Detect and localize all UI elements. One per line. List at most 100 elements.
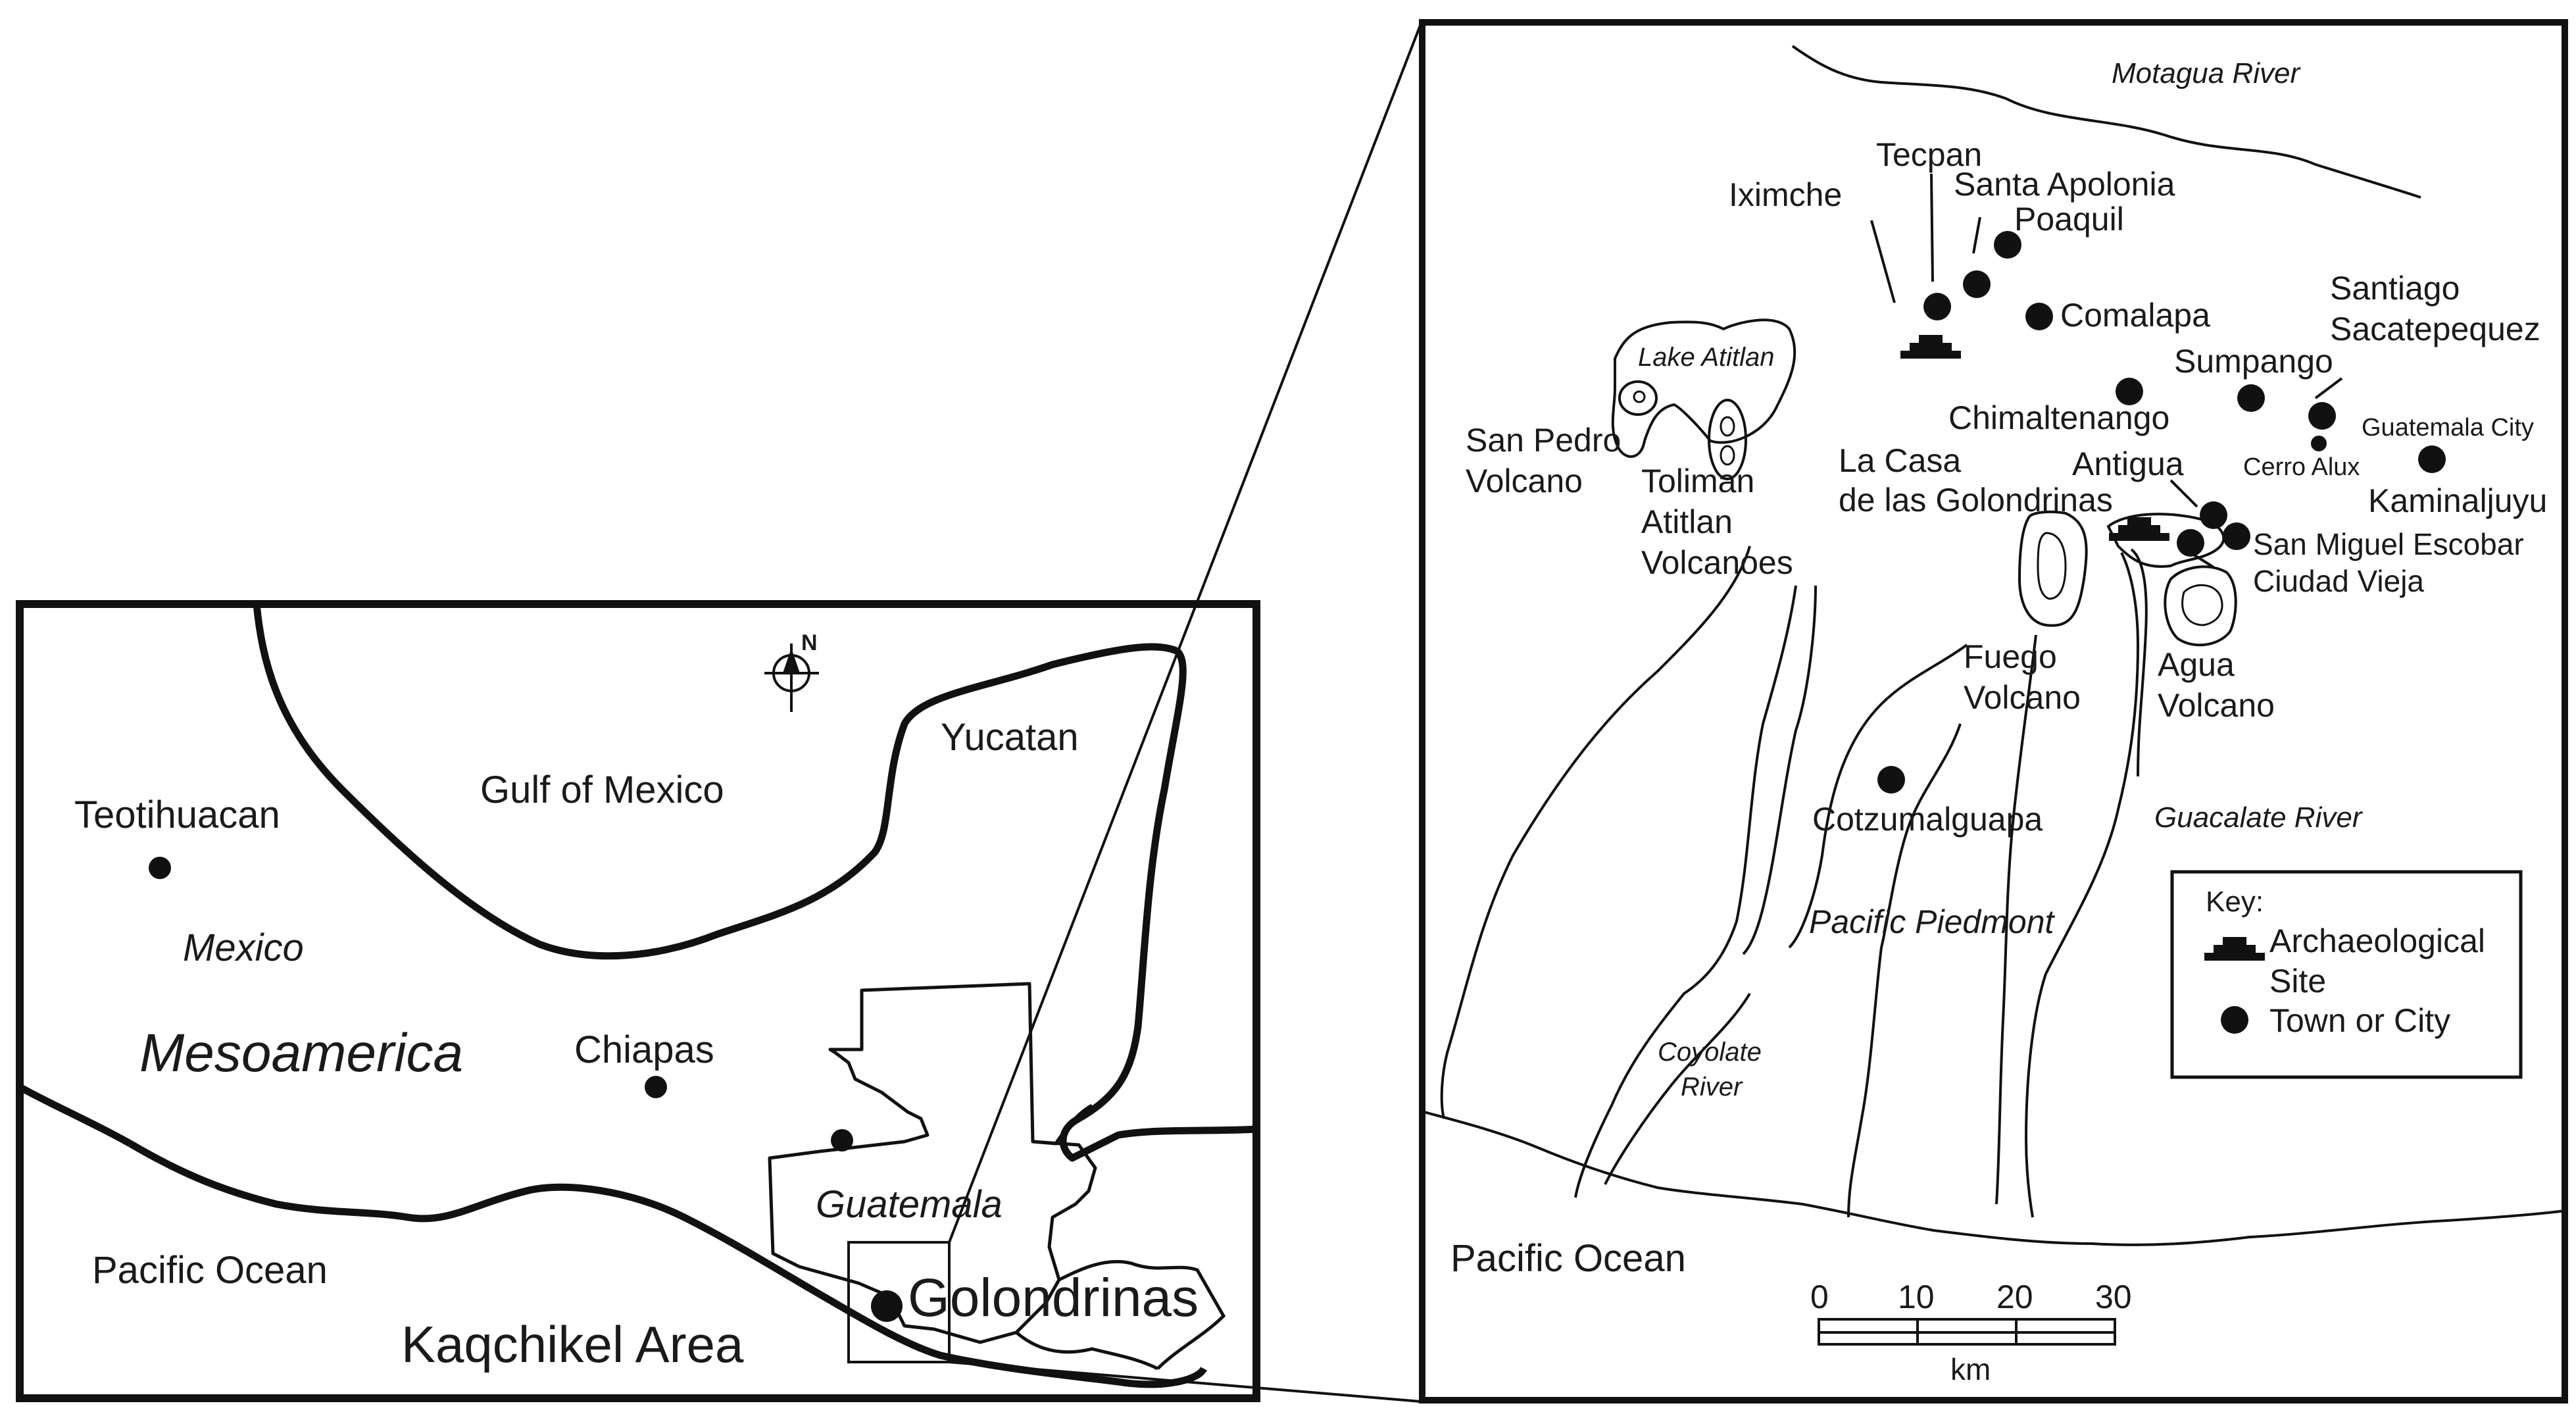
guatemala-city-dot	[2418, 445, 2446, 473]
map-key: Key: Archaeological Site Town or City	[2170, 870, 2523, 1079]
river-line-6	[1995, 634, 2037, 1205]
antigua-valley	[2106, 513, 2225, 568]
cerro-alux-dot	[2311, 436, 2327, 451]
label-golondrinas: Golondrinas	[908, 1268, 1199, 1328]
label-comalapa: Comalapa	[2060, 297, 2210, 334]
river-line-8	[2130, 548, 2148, 777]
toliman-volcano-inner-2	[1720, 445, 1735, 466]
key-archaeological-2: Site	[2269, 963, 2326, 999]
north-arrow: N	[764, 630, 819, 712]
detail-frame	[1419, 19, 2568, 1403]
label-pacific-piedmont: Pacific Piedmont	[1809, 903, 2055, 940]
chiapas-dot	[645, 1076, 667, 1098]
agua-volcano-outer	[2164, 565, 2237, 647]
cotzumalguapa-dot	[1877, 766, 1905, 794]
santa-apolonia-dot	[1963, 270, 1991, 298]
river-line-1	[1440, 545, 1751, 1119]
key-town-or-city: Town or City	[2269, 1002, 2450, 1039]
chimaltenango-dot	[2116, 378, 2143, 405]
overview-map: N Gulf of Mexico Yucatan Teotihuacan Mex…	[16, 600, 1260, 1402]
label-la-casa-2: de las Golondrinas	[1839, 482, 2113, 518]
toliman-volcano-outer	[1708, 399, 1747, 480]
inset-connector-top	[948, 23, 1422, 1243]
sumpango-dot	[2237, 384, 2265, 412]
north-label: N	[801, 630, 818, 655]
river-line-3	[1742, 585, 1817, 955]
el-salvador-border	[1015, 1331, 1159, 1371]
label-mesoamerica: Mesoamerica	[139, 1023, 463, 1083]
label-sacatepequez: Sacatepequez	[2330, 311, 2540, 347]
label-toliman-3: Volcanoes	[1641, 544, 1793, 581]
guacalate-river-line	[2024, 552, 2140, 1218]
scale-tick-10: 10	[1898, 1278, 1935, 1315]
label-ciudad-vieja: Ciudad Vieja	[2253, 564, 2424, 598]
label-san-miguel-escobar: San Miguel Escobar	[2253, 527, 2524, 561]
label-teotihuacan: Teotihuacan	[74, 794, 280, 836]
coyolate-river-line	[1604, 992, 1751, 1185]
label-agua-1: Agua	[2158, 646, 2235, 683]
key-frame	[2170, 870, 2523, 1079]
label-motagua-river: Motagua River	[2112, 57, 2301, 89]
label-chiapas: Chiapas	[574, 1028, 714, 1071]
label-cotzumalguapa: Cotzumalguapa	[1812, 801, 2043, 838]
label-toliman-2: Atitlan	[1641, 503, 1733, 540]
santiago-dot	[2308, 402, 2336, 430]
guatemala-border	[768, 982, 1097, 1344]
label-kaminaljuyu: Kaminaljuyu	[2368, 482, 2547, 519]
san-pedro-volcano-ring	[1618, 380, 1658, 416]
tecpan-dot	[1923, 293, 1951, 320]
label-guatemala-city: Guatemala City	[2362, 414, 2534, 442]
motagua-river	[1791, 45, 2421, 199]
fuego-volcano-outer	[2018, 510, 2088, 627]
label-gulf-of-mexico: Gulf of Mexico	[480, 769, 724, 811]
key-town-dot	[2221, 1006, 2248, 1034]
label-san-pedro-2: Volcano	[1466, 463, 1583, 499]
label-pacific-ocean-overview: Pacific Ocean	[92, 1249, 328, 1292]
key-title: Key:	[2206, 886, 2264, 918]
poaquil-dot	[1994, 231, 2021, 259]
label-lake-atitlan: Lake Atitlan	[1638, 343, 1775, 372]
scale-tick-20: 20	[1996, 1278, 2033, 1315]
santa-apolonia-pointer	[1972, 216, 1981, 254]
key-archaeological-1: Archaeological	[2269, 923, 2485, 959]
inset-locator	[847, 1241, 951, 1363]
comalapa-dot	[2025, 303, 2053, 330]
honduras-border	[1058, 1259, 1226, 1370]
label-chimaltenango: Chimaltenango	[1948, 399, 2169, 436]
label-toliman-1: Toliman	[1641, 463, 1754, 499]
lake-atitlan-shore	[1611, 318, 1796, 458]
san-pedro-volcano-crater	[1633, 390, 1646, 403]
inset-connector-bottom	[949, 1361, 1422, 1403]
tecpan-pointer	[1930, 173, 1934, 282]
label-la-casa-1: La Casa	[1839, 442, 1961, 479]
label-sumpango: Sumpango	[2174, 343, 2333, 380]
belize-border	[1032, 1103, 1093, 1146]
river-line-4	[1788, 644, 1968, 949]
antigua-dot	[2200, 501, 2227, 529]
overview-frame	[16, 600, 1260, 1402]
label-san-pedro-1: San Pedro	[1466, 422, 1621, 459]
pacific-coastline	[18, 1084, 1207, 1388]
iximche-pointer	[1870, 220, 1896, 303]
label-coyolate-2: River	[1681, 1073, 1743, 1101]
label-santa-apolonia: Santa Apolonia	[1954, 166, 2175, 203]
label-mexico: Mexico	[183, 926, 304, 969]
label-cerro-alux: Cerro Alux	[2243, 453, 2360, 481]
label-tecpan: Tecpan	[1876, 136, 1982, 173]
river-line-2	[1574, 585, 1797, 1198]
label-fuego-1: Fuego	[1964, 638, 2057, 675]
label-fuego-2: Volcano	[1964, 679, 2081, 716]
ciudad-vieja-dot	[2177, 529, 2204, 557]
scale-tick-30: 30	[2095, 1278, 2132, 1315]
label-guatemala: Guatemala	[816, 1183, 1003, 1226]
guatemala-town-dot	[831, 1129, 853, 1151]
label-guacalate-river: Guacalate River	[2154, 801, 2364, 834]
fuego-volcano-inner	[2037, 532, 2067, 600]
antigua-pointer	[2169, 479, 2198, 508]
label-kaqchikel-area: Kaqchikel Area	[401, 1315, 744, 1373]
toliman-volcano-inner-1	[1720, 416, 1735, 437]
label-agua-2: Volcano	[2158, 687, 2275, 724]
iximche-site-icon	[1900, 335, 1961, 359]
